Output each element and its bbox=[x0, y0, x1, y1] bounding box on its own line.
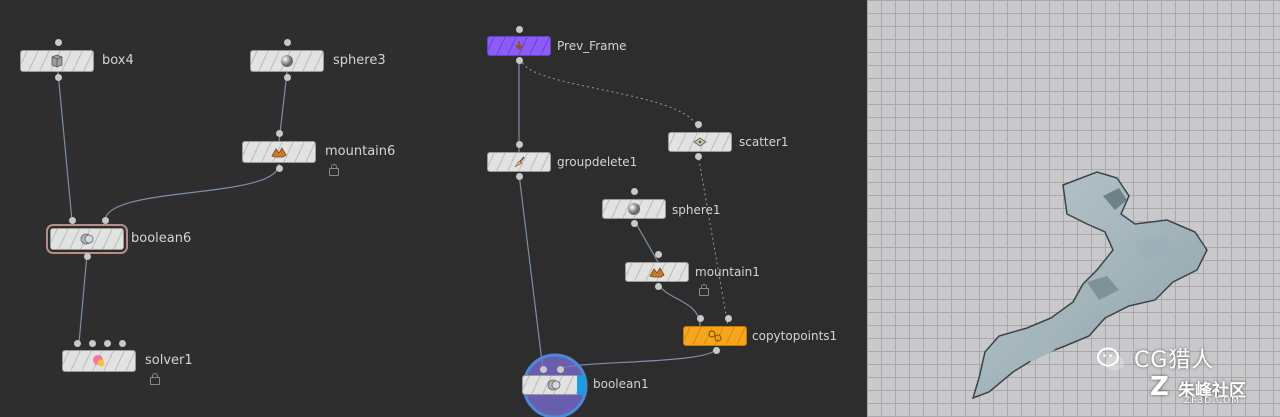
box4-node[interactable] bbox=[20, 50, 94, 72]
solver1-input-port-2[interactable] bbox=[89, 340, 96, 347]
boolean6-output-port[interactable] bbox=[84, 253, 91, 260]
boolean6-input-port-b[interactable] bbox=[102, 217, 109, 224]
sphere1-input-port[interactable] bbox=[631, 188, 638, 195]
copytopoints1-output-port[interactable] bbox=[713, 347, 720, 354]
sphere1-output-port[interactable] bbox=[631, 220, 638, 227]
boolean1-input-port-b[interactable] bbox=[557, 366, 564, 373]
scatter1-label: scatter1 bbox=[739, 135, 789, 149]
eroded-geometry bbox=[971, 171, 1208, 400]
watermark-url: ZF3D.COM bbox=[1184, 396, 1240, 406]
watermark-subtitle: 朱峰社区 bbox=[1178, 381, 1246, 401]
mountain6-output-port[interactable] bbox=[276, 165, 283, 172]
prev-frame-output-port[interactable] bbox=[516, 57, 523, 64]
copytopoints1-node[interactable] bbox=[683, 326, 747, 346]
mountain1-label: mountain1 bbox=[695, 265, 760, 279]
groupdelete1-output-port[interactable] bbox=[516, 173, 523, 180]
scatter1-output-port[interactable] bbox=[695, 153, 702, 160]
sphere3-input-port[interactable] bbox=[284, 39, 291, 46]
boolean1-node[interactable] bbox=[522, 375, 586, 395]
boolean-icon bbox=[546, 378, 562, 392]
solver1-node[interactable] bbox=[62, 350, 136, 372]
boolean1-input-port-a[interactable] bbox=[540, 366, 547, 373]
groupdelete1-node[interactable] bbox=[487, 152, 551, 172]
box4-input-port[interactable] bbox=[55, 39, 62, 46]
boolean6-label: boolean6 bbox=[131, 231, 192, 246]
solver1-input-port-3[interactable] bbox=[104, 340, 111, 347]
watermark-title: CG猎人 bbox=[1134, 348, 1215, 373]
mountain1-input-port[interactable] bbox=[655, 251, 662, 258]
box4-label: box4 bbox=[102, 53, 134, 68]
prev-frame-node[interactable] bbox=[487, 36, 551, 56]
viewport-grid bbox=[867, 0, 1280, 417]
wechat-icon bbox=[1097, 347, 1124, 371]
lock-icon bbox=[699, 284, 709, 296]
mountain1-node[interactable] bbox=[625, 262, 689, 282]
boolean6-input-port-a[interactable] bbox=[69, 217, 76, 224]
input-arrow-icon bbox=[511, 39, 527, 53]
scatter1-node[interactable] bbox=[668, 132, 732, 152]
sphere-icon bbox=[626, 202, 642, 216]
solver1-label: solver1 bbox=[145, 353, 193, 368]
brush-icon bbox=[511, 155, 527, 169]
lock-icon bbox=[150, 373, 160, 385]
copytopoints1-input-port-b[interactable] bbox=[725, 315, 732, 322]
solver-icon bbox=[91, 354, 107, 368]
watermark-logo-icon: Z bbox=[1150, 372, 1169, 402]
solver1-input-port-1[interactable] bbox=[74, 340, 81, 347]
sphere-icon bbox=[279, 54, 295, 68]
scene-viewport[interactable] bbox=[867, 0, 1280, 417]
copy-icon bbox=[707, 329, 723, 343]
copytopoints1-label: copytopoints1 bbox=[752, 329, 838, 343]
sphere1-node[interactable] bbox=[602, 199, 666, 219]
lock-icon bbox=[329, 164, 339, 176]
prev-frame-label: Prev_Frame bbox=[557, 39, 627, 53]
prev-frame-input-port[interactable] bbox=[516, 26, 523, 33]
boolean1-label: boolean1 bbox=[593, 377, 649, 391]
mountain6-node[interactable] bbox=[242, 141, 316, 163]
sphere1-label: sphere1 bbox=[672, 203, 721, 217]
sphere3-output-port[interactable] bbox=[284, 74, 291, 81]
scatter-icon bbox=[692, 135, 708, 149]
mountain6-label: mountain6 bbox=[325, 144, 396, 159]
boolean-icon bbox=[79, 232, 95, 246]
mountain-icon bbox=[649, 265, 665, 279]
solver1-input-port-4[interactable] bbox=[119, 340, 126, 347]
copytopoints1-input-port-a[interactable] bbox=[697, 315, 704, 322]
groupdelete1-input-port[interactable] bbox=[516, 141, 523, 148]
box-icon bbox=[49, 54, 65, 68]
display-flag[interactable] bbox=[577, 375, 586, 395]
mountain1-output-port[interactable] bbox=[655, 283, 662, 290]
sphere3-label: sphere3 bbox=[333, 53, 386, 68]
mountain6-input-port[interactable] bbox=[276, 130, 283, 137]
boolean6-node[interactable] bbox=[46, 224, 128, 254]
groupdelete1-label: groupdelete1 bbox=[557, 155, 638, 169]
scatter1-input-port[interactable] bbox=[695, 121, 702, 128]
mountain-icon bbox=[271, 145, 287, 159]
sphere3-node[interactable] bbox=[250, 50, 324, 72]
box4-output-port[interactable] bbox=[55, 74, 62, 81]
